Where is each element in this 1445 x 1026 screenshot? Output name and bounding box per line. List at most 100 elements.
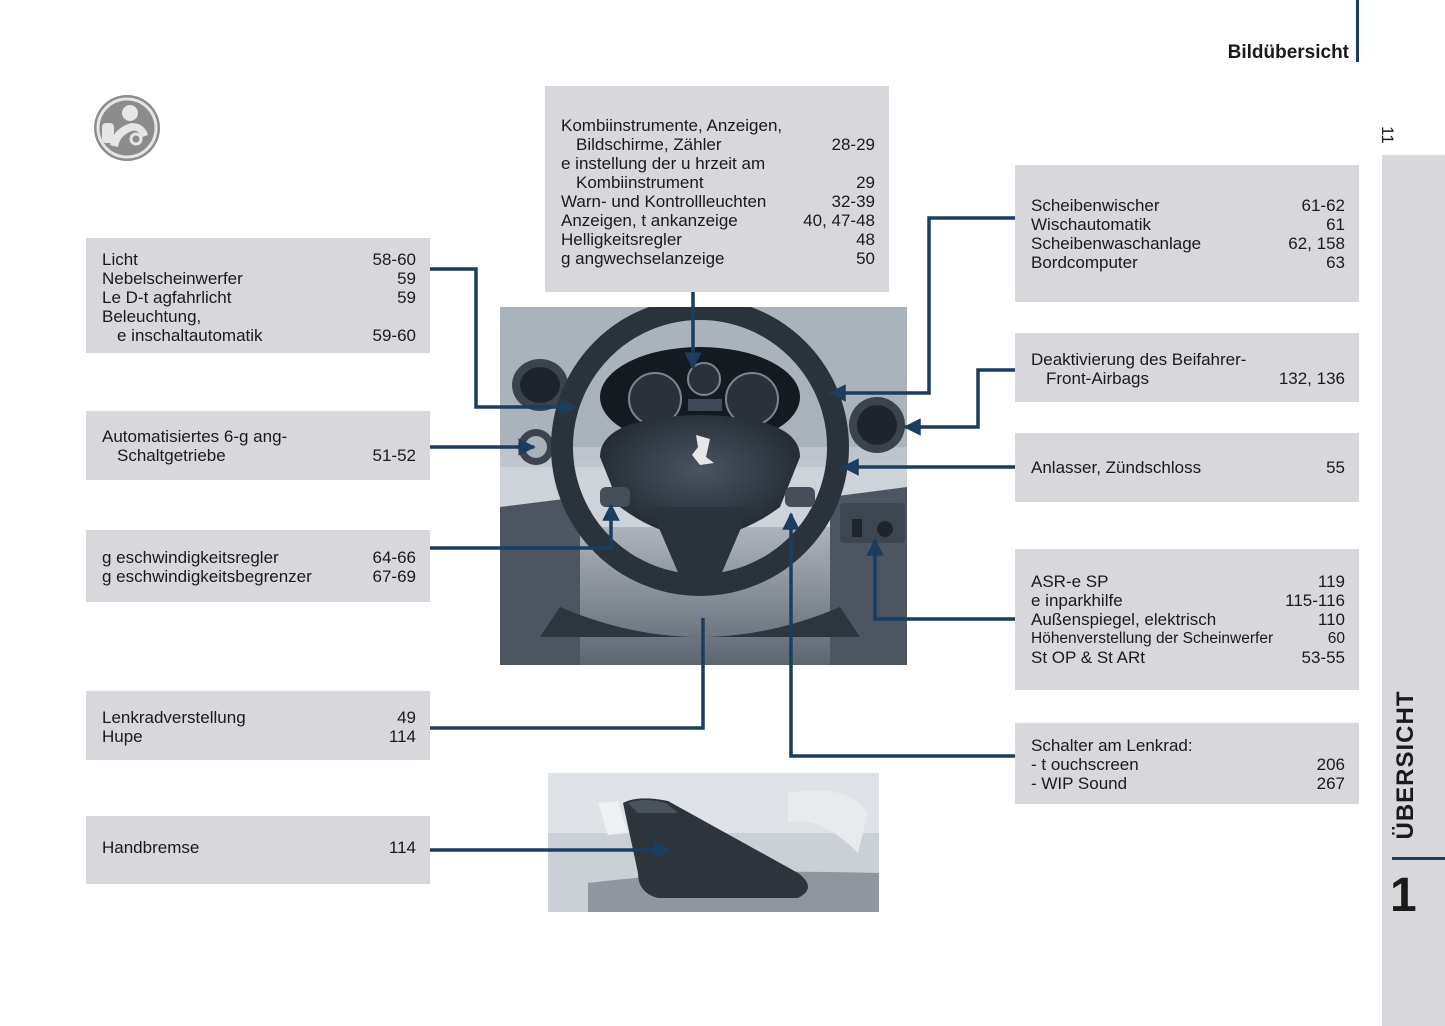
box-instruments: Kombiinstrumente, Anzeigen,Bildschirme, … xyxy=(545,86,889,292)
entry-page: 62, 158 xyxy=(1288,234,1345,253)
entry-page: 59 xyxy=(397,288,416,307)
index-entry: Le D-t agfahrlicht 59 xyxy=(102,288,416,307)
entry-label: Außenspiegel, elektrisch xyxy=(1031,610,1217,629)
entry-label: Anzeigen, t ankanzeige xyxy=(561,211,738,230)
index-entry: - t ouchscreen 206 xyxy=(1031,755,1345,774)
entry-label: Scheibenwischer xyxy=(1031,196,1160,215)
entry-page: 40, 47-48 xyxy=(803,211,875,230)
entry-label: Bordcomputer xyxy=(1031,253,1138,272)
header-rule xyxy=(1356,0,1359,62)
page-title: Bildübersicht xyxy=(1227,42,1349,63)
chapter-sidebar xyxy=(1382,155,1445,1026)
index-entry: Helligkeitsregler 48 xyxy=(561,230,875,249)
entry-label: g angwechselanzeige xyxy=(561,249,725,268)
entry-label: - t ouchscreen xyxy=(1031,755,1139,774)
index-entry: Hupe 114 xyxy=(102,727,416,746)
dashboard-photo xyxy=(500,307,907,665)
entry-page: 53-55 xyxy=(1301,648,1345,667)
entry-label: Lenkradverstellung xyxy=(102,708,246,727)
entry-page: 29 xyxy=(856,173,875,192)
box-anlasser: Anlasser, Zündschloss 55 xyxy=(1015,433,1359,502)
entry-label: Beleuchtung, xyxy=(102,307,202,326)
index-entry: Warn- und Kontrollleuchten 32-39 xyxy=(561,192,875,211)
chapter-rule xyxy=(1392,857,1445,860)
index-entry: Automatisiertes 6-g ang- xyxy=(102,427,416,446)
index-entry: Beleuchtung, xyxy=(102,307,416,326)
entry-page: 61-62 xyxy=(1301,196,1345,215)
entry-page: 28-29 xyxy=(831,135,875,154)
entry-page: 58-60 xyxy=(372,250,416,269)
index-entry: Außenspiegel, elektrisch 110 xyxy=(1031,610,1345,629)
index-entry: Bildschirme, Zähler 28-29 xyxy=(561,135,875,154)
entry-page: 50 xyxy=(856,249,875,268)
index-entry: Scheibenwischer 61-62 xyxy=(1031,196,1345,215)
entry-label: Deaktivierung des Beifahrer- xyxy=(1031,350,1247,369)
entry-page: 114 xyxy=(388,727,416,746)
entry-page: 67-69 xyxy=(372,567,416,586)
entry-page: 49 xyxy=(397,708,416,727)
index-entry: Schalter am Lenkrad: xyxy=(1031,736,1345,755)
entry-label: Warn- und Kontrollleuchten xyxy=(561,192,767,211)
entry-page: 32-39 xyxy=(831,192,875,211)
entry-page: 64-66 xyxy=(372,548,416,567)
steering-driver-icon xyxy=(94,95,160,161)
entry-page: 63 xyxy=(1326,253,1345,272)
box-schalter: Schalter am Lenkrad:- t ouchscreen 206- W… xyxy=(1015,723,1359,804)
entry-page: 110 xyxy=(1317,610,1345,629)
box-getriebe: Automatisiertes 6-g ang-Schaltgetriebe 51… xyxy=(86,411,430,480)
entry-label: Hupe xyxy=(102,727,143,746)
entry-label: Höhenverstellung der Scheinwerfer xyxy=(1031,630,1274,647)
index-entry: Anzeigen, t ankanzeige 40, 47-48 xyxy=(561,211,875,230)
entry-label: Le D-t agfahrlicht xyxy=(102,288,232,307)
index-entry: Scheibenwaschanlage 62, 158 xyxy=(1031,234,1345,253)
entry-label: Scheibenwaschanlage xyxy=(1031,234,1202,253)
entry-label: Bildschirme, Zähler xyxy=(576,135,722,154)
entry-page: 61 xyxy=(1326,215,1345,234)
entry-page: 51-52 xyxy=(372,446,416,465)
entry-page: 48 xyxy=(856,230,875,249)
index-entry: Deaktivierung des Beifahrer- xyxy=(1031,350,1345,369)
index-entry: ASR-e SP 119 xyxy=(1031,572,1345,591)
box-airbag: Deaktivierung des Beifahrer-Front-Airbag… xyxy=(1015,333,1359,402)
entry-page: 119 xyxy=(1317,572,1345,591)
entry-label: Kombiinstrumente, Anzeigen, xyxy=(561,116,783,135)
index-entry: e instellung der u hrzeit am xyxy=(561,154,875,173)
index-entry: g eschwindigkeitsbegrenzer 67-69 xyxy=(102,567,416,586)
entry-label: Nebelscheinwerfer xyxy=(102,269,243,288)
entry-label: g eschwindigkeitsregler xyxy=(102,548,279,567)
entry-label: Schalter am Lenkrad: xyxy=(1031,736,1193,755)
entry-label: Schaltgetriebe xyxy=(117,446,226,465)
index-entry: g eschwindigkeitsregler 64-66 xyxy=(102,548,416,567)
entry-label: Anlasser, Zündschloss xyxy=(1031,458,1202,477)
index-entry: Schaltgetriebe 51-52 xyxy=(102,446,416,465)
entry-label: e inschaltautomatik xyxy=(117,326,263,345)
entry-label: Kombiinstrument xyxy=(576,173,704,192)
entry-page: 55 xyxy=(1326,458,1345,477)
index-entry: g angwechselanzeige 50 xyxy=(561,249,875,268)
index-entry: Kombiinstrumente, Anzeigen, xyxy=(561,116,875,135)
chapter-number: 1 xyxy=(1390,869,1417,922)
entry-label: Helligkeitsregler xyxy=(561,230,682,249)
entry-label: Front-Airbags xyxy=(1046,369,1149,388)
entry-page: 206 xyxy=(1316,755,1345,774)
index-entry: Front-Airbags 132, 136 xyxy=(1031,369,1345,388)
entry-page: 132, 136 xyxy=(1278,369,1345,388)
entry-page: 267 xyxy=(1316,774,1345,793)
entry-label: Handbremse xyxy=(102,838,200,857)
entry-label: g eschwindigkeitsbegrenzer xyxy=(102,567,312,586)
entry-label: St OP & St ARt xyxy=(1031,648,1146,667)
entry-page: 115-116 xyxy=(1285,591,1345,610)
entry-label: ASR-e SP xyxy=(1031,572,1109,591)
